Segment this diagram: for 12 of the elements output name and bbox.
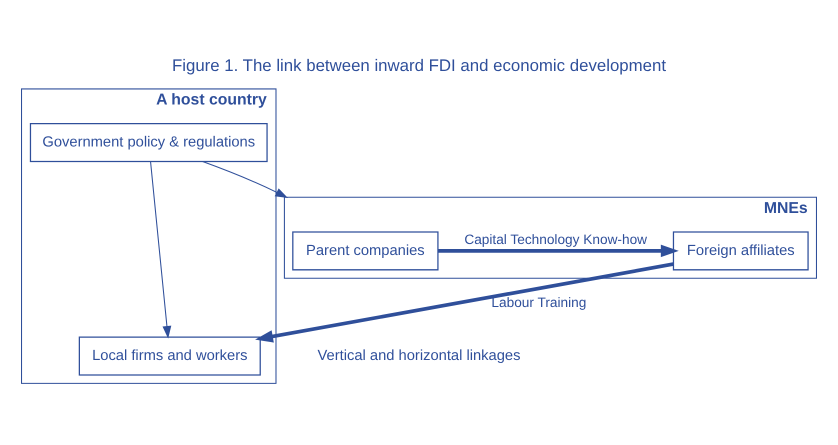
edge-label: Capital Technology Know-how	[464, 232, 648, 247]
arrow	[202, 161, 288, 198]
edge-label: Labour Training	[491, 295, 586, 310]
arrow	[150, 162, 172, 339]
label: Vertical and horizontal linkages	[318, 348, 520, 364]
node-box: Foreign affiliates	[672, 231, 809, 270]
arrow	[255, 262, 674, 343]
diagram-title: Figure 1. The link between inward FDI and economic development	[172, 56, 666, 75]
node-box: Parent companies	[292, 231, 439, 270]
node-box: Local firms and workers	[78, 336, 261, 376]
arrow	[438, 244, 679, 258]
node-box: Government policy & regulations	[30, 123, 268, 162]
